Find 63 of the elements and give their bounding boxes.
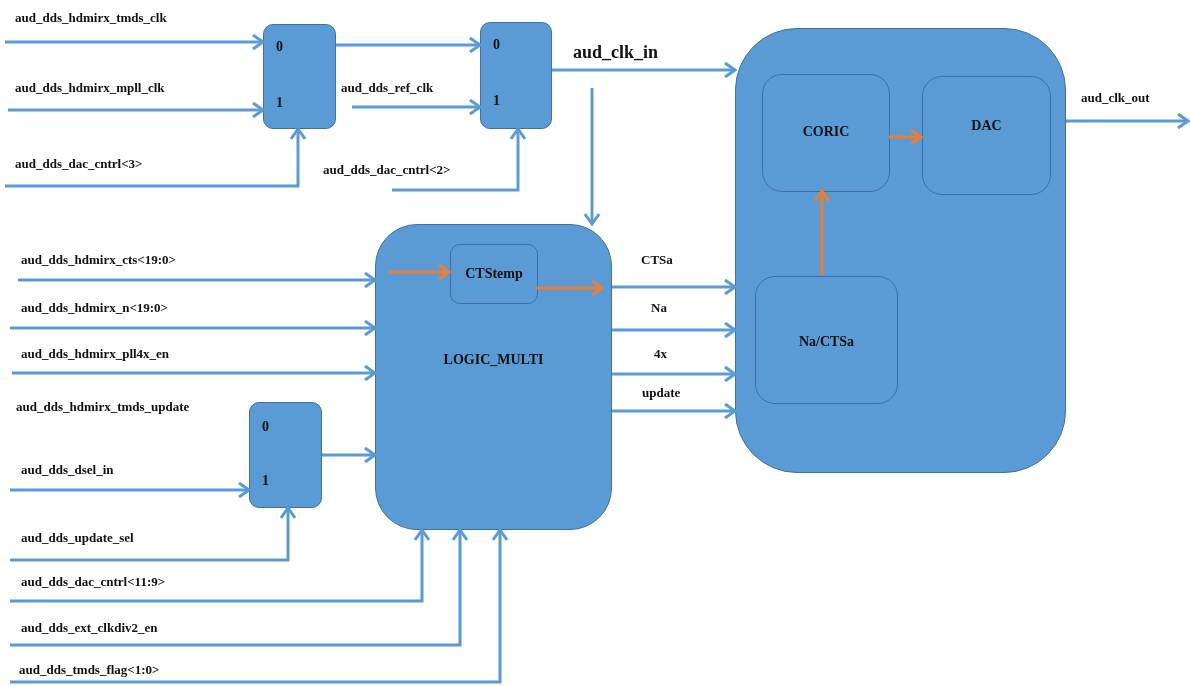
arrow [612,321,737,339]
arrow [18,271,377,289]
port-number: 0 [262,419,269,435]
arrow [552,61,737,79]
block-title: CTStemp [464,266,524,282]
signal-label: aud_dds_hdmirx_tmds_clk [14,10,168,25]
logic-block [375,224,612,530]
signal-label: aud_dds_hdmirx_mpll_clk [14,80,166,95]
arrow [322,446,377,464]
register-block [450,244,538,304]
arrow [5,127,307,188]
arrow [537,279,604,297]
arrow [612,278,737,296]
arrow [10,528,509,684]
arrow [813,189,831,275]
arrow [392,127,527,192]
arrow [612,402,737,420]
arrow [5,33,265,51]
mux-block [263,24,336,129]
signal-label: aud_clk_in [572,42,660,62]
arrow [8,101,265,119]
block-title: LOGIC_MULTI [442,352,545,368]
port-number: 0 [493,37,500,53]
signal-label: aud_dds_hdmirx_tmds_update [15,399,191,414]
ratio-block [755,276,898,404]
signal-label: aud_dds_dac_cntrl<2> [322,162,452,177]
arrow [583,88,601,226]
dac-block [922,76,1051,195]
port-number: 1 [262,473,269,489]
arrow [388,263,451,281]
port-number: 1 [493,93,500,109]
block [735,28,1066,473]
arrow [336,36,482,54]
signal-label: aud_dds_update_sel [20,530,135,545]
signal-label: aud_dds_dac_cntrl<3> [14,156,144,171]
arrow [10,528,469,647]
signal-label: aud_dds_ref_clk [340,80,435,95]
signal-label: aud_dds_tmds_flag<1:0> [18,662,161,677]
signal-label: aud_clk_out [1080,90,1151,105]
arrow [10,506,297,562]
arrow [10,319,377,337]
arrow [12,364,377,382]
signal-label: aud_dds_dac_cntrl<11:9> [20,574,167,589]
block-title: Na/CTSa [797,334,856,350]
block-title: CORIC [801,124,851,140]
signal-label: aud_dds_hdmirx_cts<19:0> [20,252,177,267]
arrow [1066,112,1190,130]
signal-label: update [641,385,682,400]
signal-label: aud_dds_ext_clkdiv2_en [20,620,159,635]
port-number: 0 [276,39,283,55]
block-title: DAC [970,118,1003,134]
arrow [889,128,923,146]
signal-label: aud_dds_hdmirx_pll4x_en [20,346,171,361]
mux-block [480,22,552,129]
mux-block [249,402,322,508]
arrow [10,528,431,603]
arrow [612,365,737,383]
arrow [352,98,482,116]
coric-block [762,74,890,192]
arrow [10,481,251,499]
signal-label: aud_dds_dsel_in [20,462,115,477]
port-number: 1 [276,95,283,111]
signal-label: aud_dds_hdmirx_n<19:0> [20,300,170,315]
